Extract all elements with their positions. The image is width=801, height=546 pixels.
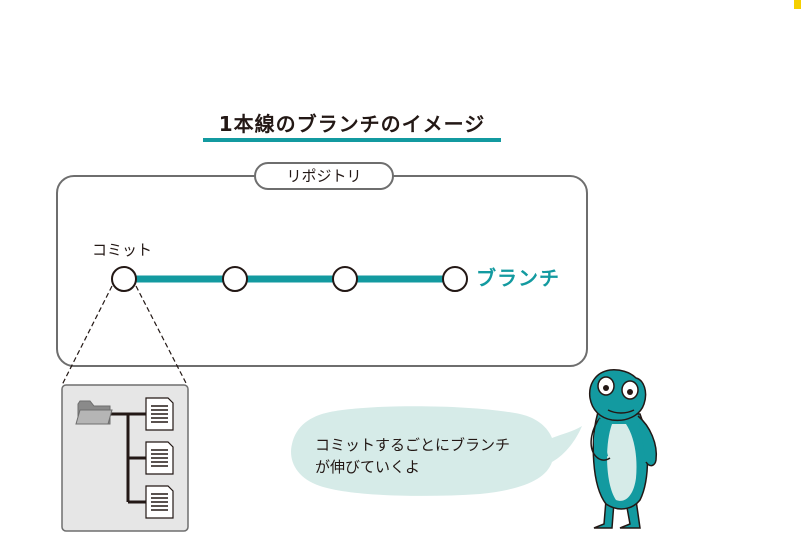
speech-bubble [291,406,582,496]
frog-mascot-icon [588,369,658,529]
commit-node [111,266,137,292]
document-icon [145,485,174,519]
repository-label: リポジトリ [254,162,394,190]
zoom-line-right [135,285,188,386]
speech-bubble-text: コミットするごとにブランチ が伸びていくよ [315,434,555,478]
folder-icon [75,400,113,425]
speech-line-2: が伸びていくよ [315,458,421,476]
commit-node [332,266,358,292]
document-icon [145,397,174,431]
zoom-line-left [61,285,113,386]
commit-node [222,266,248,292]
file-tree-lines [110,412,146,504]
commit-node [442,266,468,292]
title-underline [203,138,501,142]
diagram-title: 1本線のブランチのイメージ [218,112,486,136]
branch-label: ブランチ [476,266,560,290]
speech-line-1: コミットするごとにブランチ [315,436,511,454]
document-icon [145,441,174,475]
commit-label: コミット [92,241,153,259]
commit-nodes [111,266,468,292]
corner-mark [794,0,801,9]
